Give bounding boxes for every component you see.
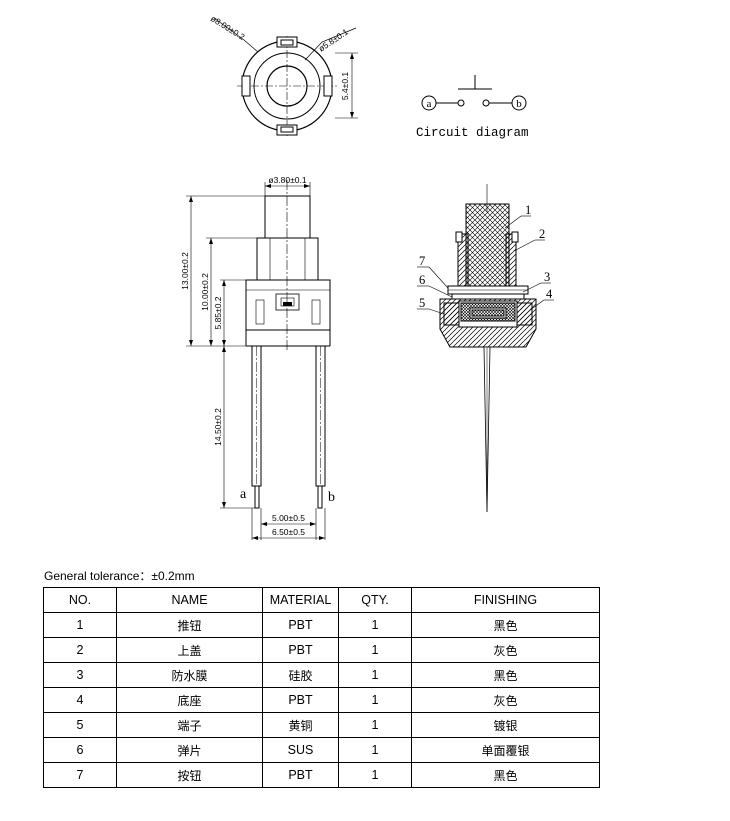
pin-span-label: 6.50±0.5 bbox=[272, 527, 305, 537]
cap-diameter-label: ø3.80±0.1 bbox=[268, 175, 306, 185]
cell-material: PBT bbox=[262, 687, 339, 713]
cell-material: SUS bbox=[262, 737, 339, 763]
cell-no: 1 bbox=[43, 612, 117, 638]
cell-name: 底座 bbox=[116, 687, 263, 713]
cell-material: 黄铜 bbox=[262, 712, 339, 738]
body-height-label: 10.00±0.2 bbox=[200, 273, 210, 311]
header-finishing: FINISHING bbox=[411, 587, 600, 613]
circuit-terminal-a: a bbox=[427, 98, 432, 110]
top-height-label: 5.4±0.1 bbox=[340, 72, 350, 101]
table-header-row: NO. NAME MATERIAL QTY. FINISHING bbox=[43, 587, 600, 613]
table-row: 7 按钮 PBT 1 黑色 bbox=[43, 762, 600, 788]
cell-finishing: 灰色 bbox=[411, 687, 600, 713]
cell-qty: 1 bbox=[338, 637, 412, 663]
header-name: NAME bbox=[116, 587, 263, 613]
technical-drawing: ø8.00±0.2 ø5.8±0.1 5.4±0.1 a b Circuit d… bbox=[180, 13, 554, 540]
cell-material: PBT bbox=[262, 762, 339, 788]
circuit-diagram bbox=[421, 75, 527, 111]
cell-no: 2 bbox=[43, 637, 117, 663]
cell-qty: 1 bbox=[338, 612, 412, 638]
cell-qty: 1 bbox=[338, 687, 412, 713]
cell-name: 推钮 bbox=[116, 612, 263, 638]
cell-name: 端子 bbox=[116, 712, 263, 738]
cell-material: 硅胶 bbox=[262, 662, 339, 688]
callout-3: 3 bbox=[544, 270, 550, 284]
header-material: MATERIAL bbox=[262, 587, 339, 613]
callout-1: 1 bbox=[525, 203, 531, 217]
cell-material: PBT bbox=[262, 637, 339, 663]
cell-no: 5 bbox=[43, 712, 117, 738]
tolerance-note: General tolerance：±0.2mm bbox=[44, 569, 195, 583]
section-view bbox=[417, 184, 554, 513]
cell-qty: 1 bbox=[338, 662, 412, 688]
inner-diameter-label: ø5.8±0.1 bbox=[317, 26, 351, 53]
base-height-label: 5.85±0.2 bbox=[213, 296, 223, 329]
table-row: 3 防水膜 硅胶 1 黑色 bbox=[43, 662, 600, 688]
table-row: 6 弹片 SUS 1 单面覆银 bbox=[43, 737, 600, 763]
callout-4: 4 bbox=[546, 287, 553, 301]
cell-no: 6 bbox=[43, 737, 117, 763]
callout-2: 2 bbox=[539, 227, 545, 241]
cell-name: 弹片 bbox=[116, 737, 263, 763]
cell-finishing: 黑色 bbox=[411, 612, 600, 638]
cell-qty: 1 bbox=[338, 762, 412, 788]
cell-qty: 1 bbox=[338, 737, 412, 763]
header-qty: QTY. bbox=[338, 587, 412, 613]
cell-finishing: 镀银 bbox=[411, 712, 600, 738]
table-row: 2 上盖 PBT 1 灰色 bbox=[43, 637, 600, 663]
circuit-terminal-b: b bbox=[516, 98, 522, 110]
bill-of-materials: NO. NAME MATERIAL QTY. FINISHING 1 推钮 PB… bbox=[43, 587, 600, 788]
front-view bbox=[186, 180, 331, 540]
table-row: 5 端子 黄铜 1 镀银 bbox=[43, 712, 600, 738]
callout-7: 7 bbox=[419, 254, 425, 268]
cell-name: 防水膜 bbox=[116, 662, 263, 688]
cell-finishing: 灰色 bbox=[411, 637, 600, 663]
cell-name: 按钮 bbox=[116, 762, 263, 788]
callout-6: 6 bbox=[419, 273, 425, 287]
table-row: 1 推钮 PBT 1 黑色 bbox=[43, 612, 600, 638]
pin-length-label: 14.50±0.2 bbox=[213, 408, 223, 446]
cell-material: PBT bbox=[262, 612, 339, 638]
cell-no: 4 bbox=[43, 687, 117, 713]
cell-finishing: 黑色 bbox=[411, 662, 600, 688]
header-no: NO. bbox=[43, 587, 117, 613]
cell-qty: 1 bbox=[338, 712, 412, 738]
callout-5: 5 bbox=[419, 296, 425, 310]
circuit-caption: Circuit diagram bbox=[416, 126, 529, 140]
pin-pitch-label: 5.00±0.5 bbox=[272, 513, 305, 523]
section-callouts: 1 2 3 4 5 6 7 bbox=[419, 203, 553, 310]
cell-finishing: 单面覆银 bbox=[411, 737, 600, 763]
cell-name: 上盖 bbox=[116, 637, 263, 663]
pin-a-label: a bbox=[240, 487, 247, 502]
cell-no: 7 bbox=[43, 762, 117, 788]
table-row: 4 底座 PBT 1 灰色 bbox=[43, 687, 600, 713]
total-height-label: 13.00±0.2 bbox=[180, 252, 190, 290]
cell-no: 3 bbox=[43, 662, 117, 688]
cell-finishing: 黑色 bbox=[411, 762, 600, 788]
outer-diameter-label: ø8.00±0.2 bbox=[209, 13, 247, 42]
top-view bbox=[213, 17, 358, 136]
pin-b-label: b bbox=[328, 490, 335, 505]
